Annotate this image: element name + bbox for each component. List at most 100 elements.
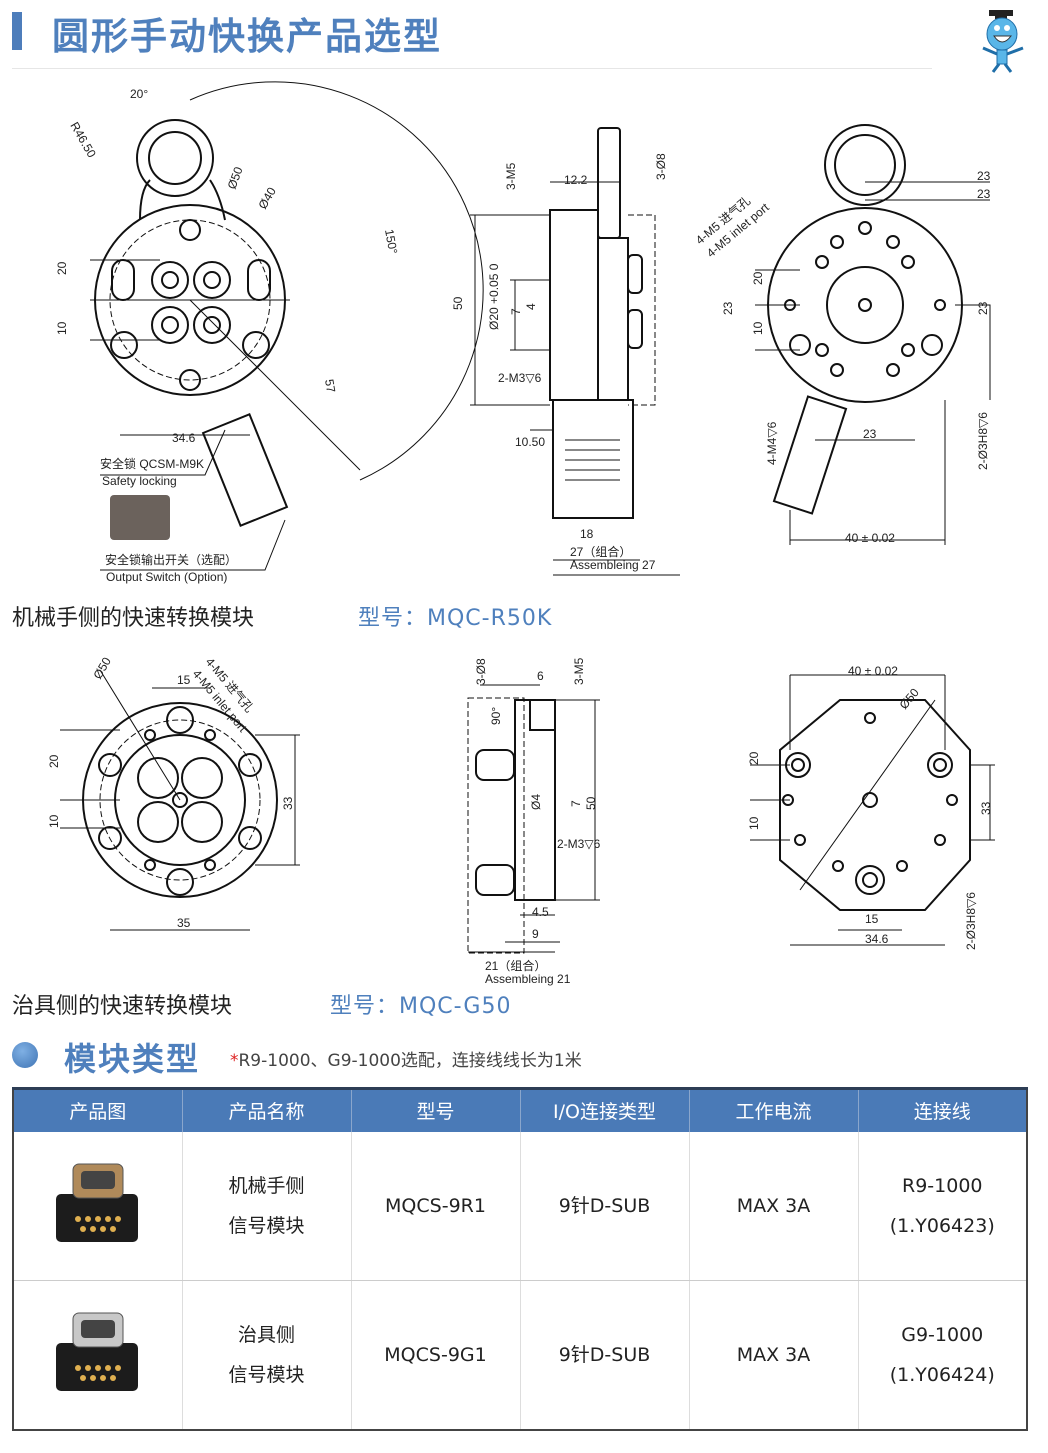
cable-cell: R9-1000 (1.Y06423) (857, 1131, 1028, 1281)
dimension-label: Ø50 (90, 655, 114, 682)
dimension-label: 2-M3▽6 (557, 837, 601, 851)
dimension-label: 2-Ø3H8▽6 (976, 412, 990, 470)
product-name-cell: 治具侧信号模块 (181, 1280, 351, 1431)
dimension-label: 21（组合） (485, 958, 546, 973)
section-title: 模块类型 (64, 1040, 201, 1078)
dimension-label: 33 (979, 801, 993, 815)
dimension-label: 18 (580, 527, 594, 541)
col-header: 型号 (350, 1087, 520, 1132)
module-type-table: 产品图 产品名称 型号 I/O连接类型 工作电流 连接线 机械手侧信号模块 MQ… (12, 1087, 1028, 1431)
current-cell: MAX 3A (688, 1280, 858, 1431)
tool-side-model: 型号：MQC-G50 (330, 994, 512, 1019)
dimension-label: 20 (747, 751, 761, 765)
cable-cell: G9-1000 (1.Y06424) (857, 1280, 1028, 1431)
dimension-label: 57 (322, 378, 338, 394)
cable-model: R9-1000 (902, 1174, 983, 1197)
col-header: I/O连接类型 (519, 1087, 689, 1132)
cable-code: (1.Y06424) (889, 1363, 995, 1386)
dimension-label: 2-M3▽6 (498, 371, 542, 385)
dimension-label: 27（组合） (570, 544, 631, 559)
dimension-label: 150° (382, 228, 400, 255)
product-name-line: 信号模块 (228, 1363, 305, 1386)
product-image-cell (12, 1131, 182, 1281)
dimension-label: 40 ± 0.02 (848, 664, 898, 678)
model-cell: MQCS-9R1 (350, 1131, 520, 1281)
robot-side-model: 型号：MQC-R50K (358, 606, 553, 631)
dimension-label: 安全锁输出开关（选配） (105, 552, 237, 567)
dimension-label: 15 (177, 673, 191, 687)
table-header-row: 产品图 产品名称 型号 I/O连接类型 工作电流 连接线 (12, 1087, 1028, 1132)
dimension-label: 20 (47, 754, 61, 768)
dimension-label: 10.50 (515, 435, 545, 449)
dimension-label: Output Switch (Option) (106, 570, 227, 584)
dimension-label: 23 (863, 427, 877, 441)
dimension-label: 6 (537, 669, 544, 683)
model-cell: MQCS-9G1 (350, 1280, 520, 1431)
dimension-label: 15 (865, 912, 879, 926)
note-text: R9-1000、G9-1000选配，连接线线长为1米 (238, 1051, 582, 1071)
dimension-label: 3-Ø8 (654, 153, 668, 180)
dimension-label: 20 (751, 271, 765, 285)
col-header: 连接线 (857, 1087, 1028, 1132)
dimension-label: 10 (747, 816, 761, 830)
dimension-label: 50 (451, 296, 465, 310)
dimension-label: 3-Ø8 (474, 658, 488, 685)
dimension-label: 安全锁 QCSM-M9K (100, 456, 204, 471)
io-type-cell: 9针D-SUB (519, 1280, 689, 1431)
dimension-label: Ø50 (225, 165, 246, 191)
dimension-label: 40 ± 0.02 (845, 531, 895, 545)
dimension-label: 34.6 (172, 431, 196, 445)
table-row: 治具侧信号模块 MQCS-9G1 9针D-SUB MAX 3A G9-1000 (… (12, 1280, 1028, 1431)
safety-lock-photo (110, 495, 170, 540)
dimension-label: 34.6 (865, 932, 889, 946)
dimension-label: Ø40 (255, 185, 279, 212)
cable-model: G9-1000 (901, 1323, 984, 1346)
dimension-label: 4.5 (532, 905, 549, 919)
dimension-label: 9 (532, 927, 539, 941)
dimension-label: Safety locking (102, 474, 177, 488)
dimension-label: 10 (55, 321, 69, 335)
d-sub-male-module-photo (55, 1163, 138, 1242)
dimension-label: 23 (721, 301, 735, 315)
dimension-label: 2-Ø3H8▽6 (964, 892, 978, 950)
title-accent-bar (12, 12, 22, 50)
note-asterisk: * (230, 1051, 239, 1071)
dimension-label: Ø20 +0.05 0 (487, 263, 501, 330)
dimension-label: 33 (281, 796, 295, 810)
cable-code: (1.Y06423) (889, 1214, 995, 1237)
dimension-label: Assembleing 27 (570, 558, 656, 572)
dimension-label: 20 (55, 261, 69, 275)
dimension-label: 20° (130, 87, 148, 101)
dimension-label: 3-M5 (504, 162, 518, 190)
divider (12, 68, 932, 69)
col-header: 工作电流 (688, 1087, 858, 1132)
dimension-label: 23 (977, 169, 991, 183)
robot-side-caption: 机械手侧的快速转换模块 (12, 606, 255, 631)
section-note: *R9-1000、G9-1000选配，连接线线长为1米 (230, 1046, 582, 1071)
table-row: 机械手侧信号模块 MQCS-9R1 9针D-SUB MAX 3A R9-1000… (12, 1131, 1028, 1281)
product-name-line: 治具侧 (237, 1323, 295, 1346)
dimension-label: Assembleing 21 (485, 972, 571, 986)
dimension-label: 10 (751, 321, 765, 335)
dimension-label: 12.2 (564, 173, 588, 187)
product-name-line: 信号模块 (228, 1214, 305, 1237)
dimension-label: 23 (976, 301, 990, 315)
dimension-label: 35 (177, 916, 191, 930)
product-name-cell: 机械手侧信号模块 (181, 1131, 351, 1281)
dimension-label: 4 (524, 303, 538, 310)
dimension-label: R46.50 (67, 120, 99, 161)
dimension-label: 3-M5 (572, 657, 586, 685)
dimension-label: 23 (977, 187, 991, 201)
current-cell: MAX 3A (688, 1131, 858, 1281)
col-header: 产品名称 (181, 1087, 351, 1132)
tool-side-caption: 治具侧的快速转换模块 (12, 994, 233, 1019)
product-name-line: 机械手侧 (228, 1174, 305, 1197)
dimension-label: Ø4 (529, 794, 543, 810)
section-bullet-icon (12, 1042, 38, 1068)
io-type-cell: 9针D-SUB (519, 1131, 689, 1281)
